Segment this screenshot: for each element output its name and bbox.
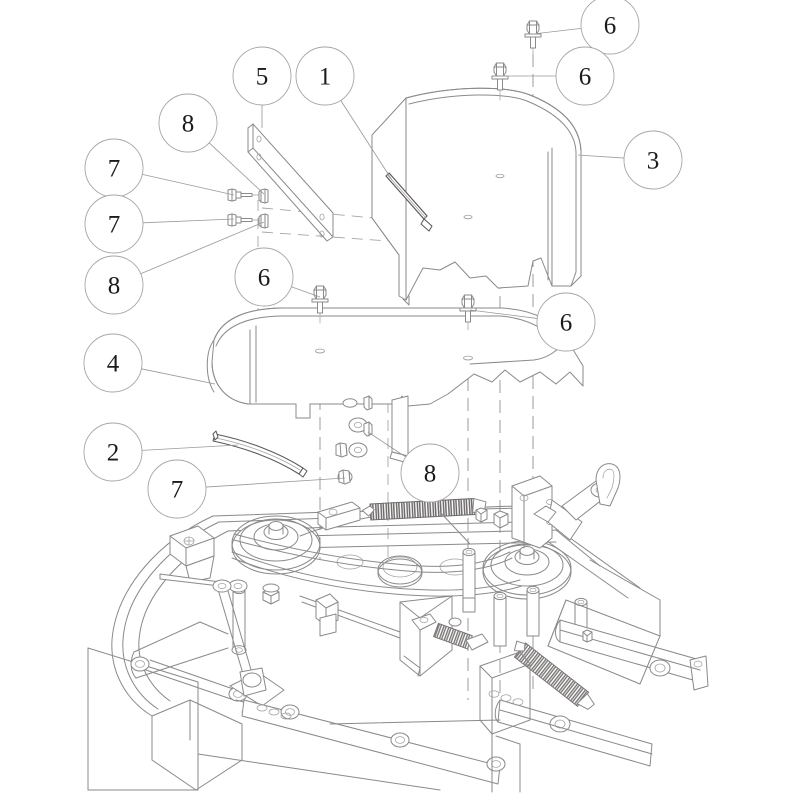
callout-6-upper-mid[interactable]: 6: [555, 46, 615, 106]
leader-line-4-11: [141, 368, 216, 385]
balloon-number: 8: [182, 111, 195, 138]
balloon-circle: [295, 46, 355, 106]
leader-line-6-0: [532, 27, 582, 35]
balloon-number: 6: [579, 64, 592, 91]
small-washers-center: [488, 690, 524, 706]
leader-line-8-5: [208, 142, 265, 195]
lower-deck-rail: [494, 699, 653, 767]
balloon-circle: [84, 255, 144, 315]
deck-bracket-right: [547, 559, 661, 685]
leader-line-6-9: [291, 286, 321, 298]
callout-8-lower-nut[interactable]: 8: [84, 255, 144, 315]
part-8-washer-stack: [335, 395, 373, 485]
leader-line-7-14: [205, 477, 346, 488]
balloon-number: 4: [107, 351, 120, 378]
balloon-number: 7: [108, 156, 121, 183]
part-5-mounting-plate: [247, 123, 334, 242]
callout-7-lower-screw[interactable]: 7: [147, 459, 207, 519]
balloon-number: 7: [108, 212, 121, 239]
leader-line-2-12: [141, 444, 239, 451]
spring-front: [513, 640, 595, 710]
callout-2-seal-strip[interactable]: 2: [83, 422, 143, 482]
part-2-seal-strip: [212, 430, 308, 478]
part-4-deck-cover: [206, 307, 584, 463]
callout-6-upper-right[interactable]: 6: [580, 0, 640, 55]
callout-6-deck-cover-right[interactable]: 6: [536, 292, 596, 352]
balloon-circle: [84, 194, 144, 254]
leader-line-3-4: [577, 154, 625, 159]
callout-4-deck-cover[interactable]: 4: [83, 333, 143, 393]
callout-8-upper-nut[interactable]: 8: [158, 93, 218, 153]
balloon-number: 1: [319, 64, 332, 91]
right-deck-rail: [555, 619, 709, 691]
part-3-discharge-chute: [371, 87, 582, 306]
leader-line-6-10: [469, 309, 538, 319]
balloon-number: 2: [107, 440, 120, 467]
balloon-circle: [234, 247, 294, 307]
part-6-flange-bolts: [311, 20, 542, 331]
callout-1-chute-lip[interactable]: 1: [295, 46, 355, 106]
mower-deck-base-assembly: [87, 463, 709, 793]
leader-line-8-8: [140, 221, 265, 275]
balloon-circle: [83, 333, 143, 393]
balloon-circle: [158, 93, 218, 153]
leader-lines: [140, 27, 625, 488]
balloon-circle: [232, 46, 292, 106]
callout-5-mounting-plate[interactable]: 5: [232, 46, 292, 106]
balloon-number: 6: [604, 13, 617, 40]
leader-line-7-7: [142, 218, 235, 224]
leader-line-1-3: [340, 100, 393, 181]
lift-arm-linkage: [493, 463, 621, 549]
balloon-circle: [580, 0, 640, 55]
balloon-circle: [623, 130, 683, 190]
balloon-circle: [400, 443, 460, 503]
leader-line-8-13: [367, 431, 407, 458]
balloon-number: 3: [647, 148, 660, 175]
pulley-left: [231, 515, 321, 575]
hub-nut: [262, 583, 280, 605]
gearbox-cover: [399, 595, 453, 677]
callout-7-lower-bolt[interactable]: 7: [84, 194, 144, 254]
callout-6-deck-cover-left[interactable]: 6: [234, 247, 294, 307]
center-linkage: [299, 593, 489, 651]
balloon-number: 8: [108, 273, 121, 300]
balloon-circle: [83, 422, 143, 482]
leader-line-7-6: [142, 173, 235, 196]
balloon-circle: [147, 459, 207, 519]
drive-belt: [231, 533, 523, 597]
balloon-circle: [555, 46, 615, 106]
balloon-number: 7: [171, 477, 184, 504]
callout-7-upper-bolt[interactable]: 7: [84, 138, 144, 198]
balloon-number: 6: [258, 265, 271, 292]
balloon-circle: [536, 292, 596, 352]
callout-3-discharge-chute[interactable]: 3: [623, 130, 683, 190]
part-8-flange-nuts: [258, 188, 373, 485]
balloon-number: 5: [256, 64, 269, 91]
callout-8-washer-stack[interactable]: 8: [400, 443, 460, 503]
balloon-number: 6: [560, 310, 573, 337]
washer-row: [256, 704, 292, 720]
deck-posts: [231, 547, 588, 655]
balloon-number: 8: [424, 461, 437, 488]
lift-post-left: [212, 579, 267, 697]
